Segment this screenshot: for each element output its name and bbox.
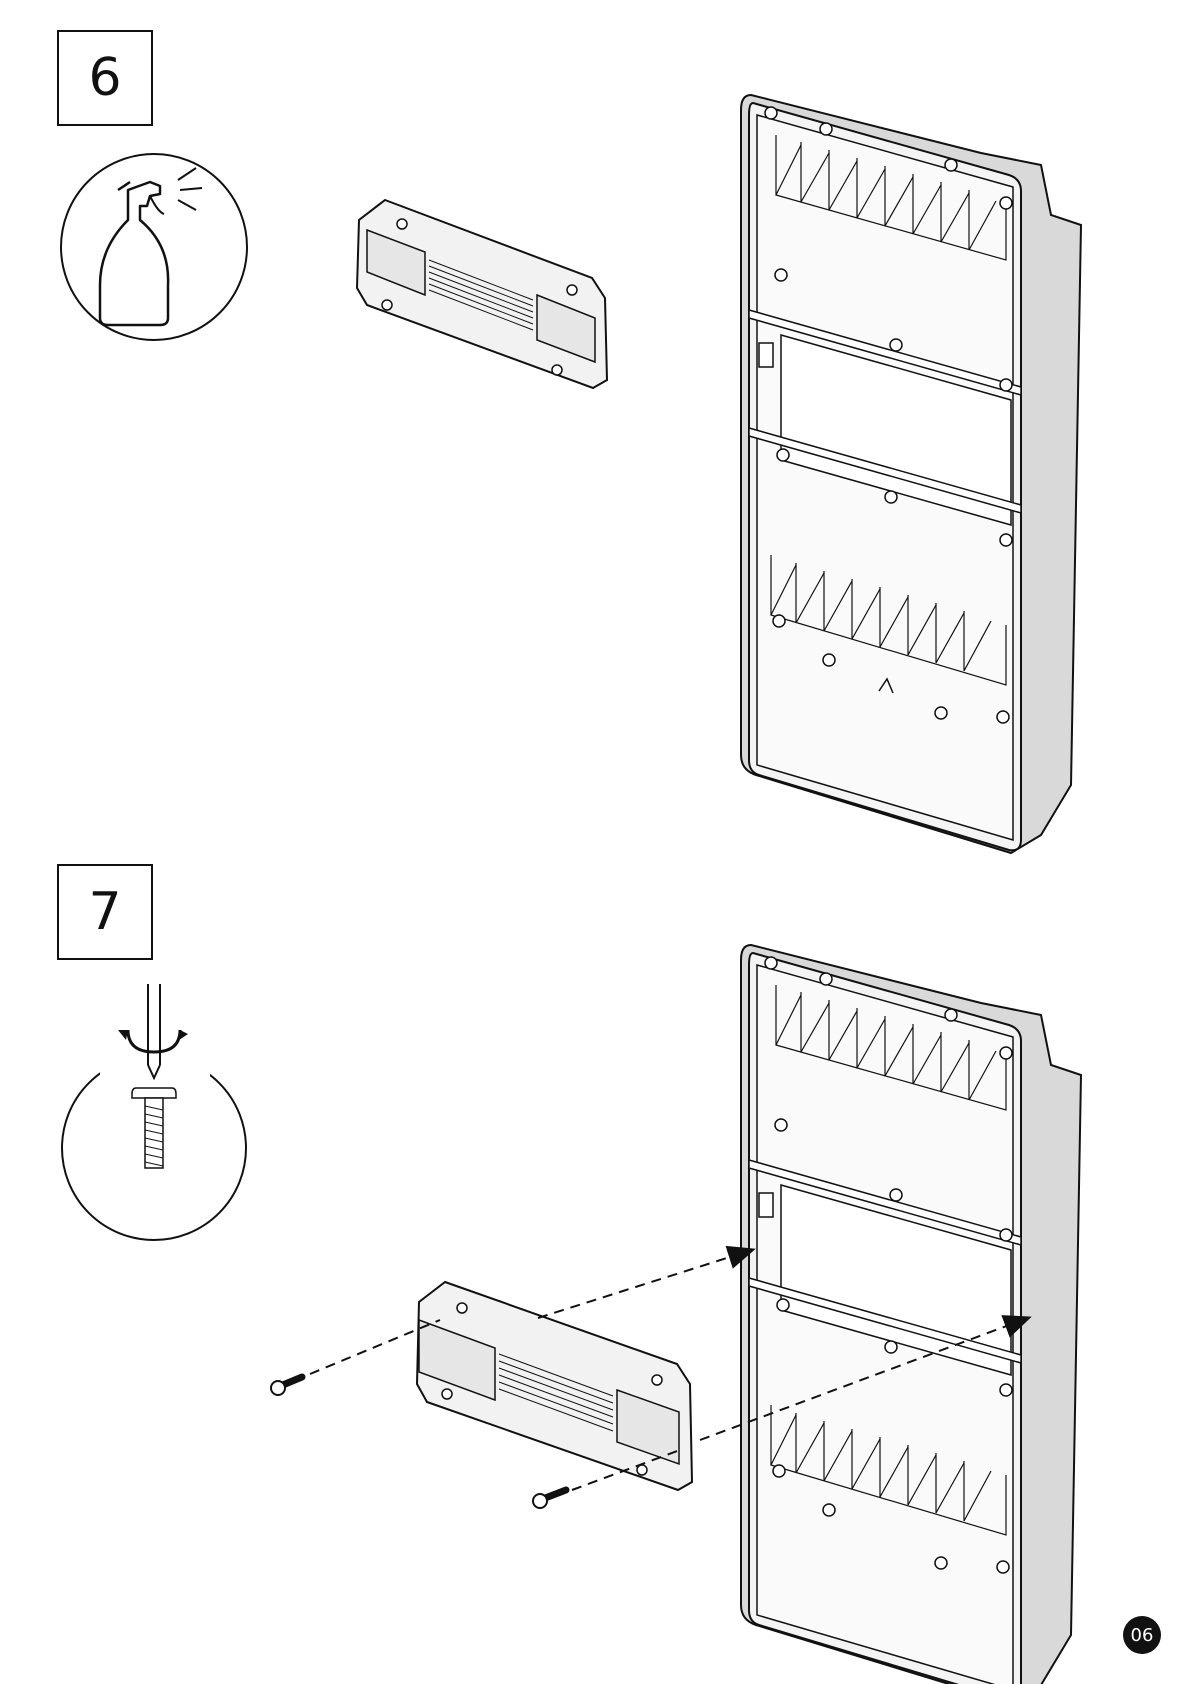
- screwdriver-icon: [62, 984, 246, 1240]
- screw-part: [533, 1490, 566, 1508]
- spray-bottle-icon: [61, 154, 247, 340]
- housing-back-panel: [741, 945, 1081, 1684]
- mounting-plate-part: [357, 200, 607, 388]
- screw-part: [271, 1377, 302, 1395]
- housing-back-panel: [741, 95, 1081, 853]
- page-number-badge: 06: [1123, 1616, 1161, 1654]
